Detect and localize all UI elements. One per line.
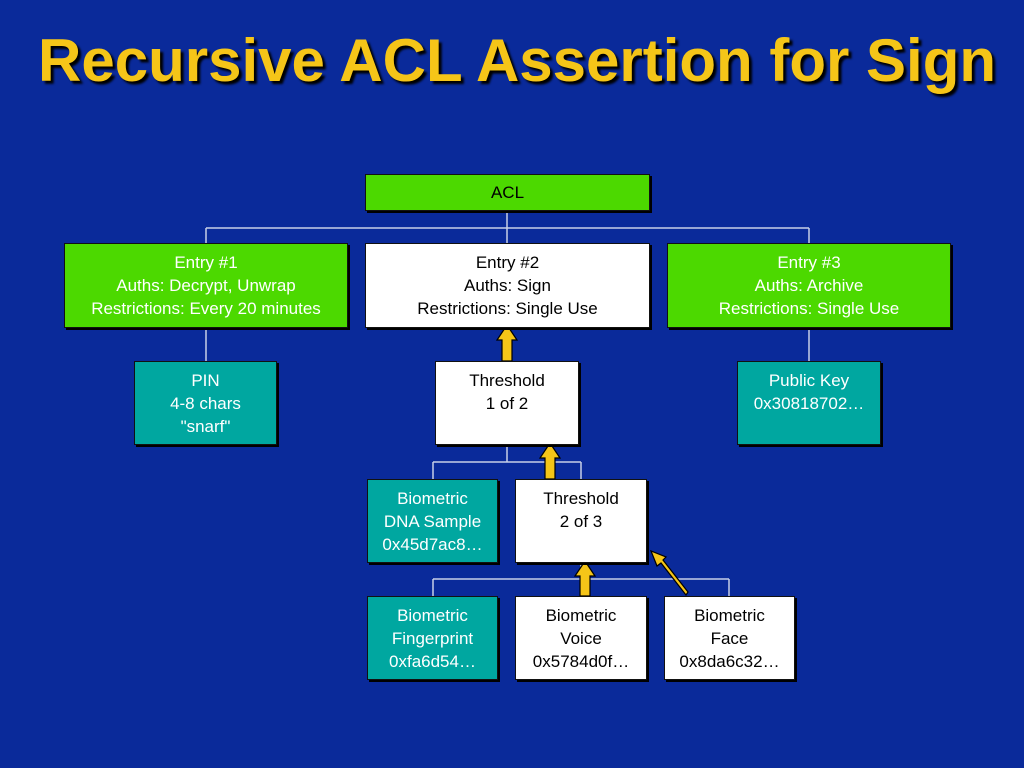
biometric-dna-node: Biometric DNA Sample 0x45d7ac8… xyxy=(367,479,498,563)
biometric-voice-type: Voice xyxy=(560,629,602,648)
threshold-2-rule: 2 of 3 xyxy=(559,512,603,531)
public-key-value: 0x30818702… xyxy=(753,394,865,413)
biometric-dna-value: 0x45d7ac8… xyxy=(382,535,483,554)
biometric-face-title: Biometric xyxy=(694,606,765,625)
entry-2-restrictions: Restrictions: Single Use xyxy=(417,299,598,318)
biometric-voice-title: Biometric xyxy=(545,606,617,625)
biometric-dna-type: DNA Sample xyxy=(383,512,482,531)
biometric-face-node: Biometric Face 0x8da6c32… xyxy=(664,596,795,680)
public-key-title: Public Key xyxy=(768,371,850,390)
threshold-2-node: Threshold 2 of 3 xyxy=(515,479,647,563)
entry-2-title: Entry #2 xyxy=(475,253,540,272)
pin-length: 4-8 chars xyxy=(170,394,241,413)
threshold-1-rule: 1 of 2 xyxy=(485,394,529,413)
biometric-fingerprint-value: 0xfa6d54… xyxy=(389,652,476,671)
entry-3-restrictions: Restrictions: Single Use xyxy=(718,299,900,318)
biometric-voice-value: 0x5784d0f… xyxy=(532,652,630,671)
biometric-dna-title: Biometric xyxy=(397,489,468,508)
threshold-1-node: Threshold 1 of 2 xyxy=(435,361,579,445)
biometric-fingerprint-type: Fingerprint xyxy=(391,629,474,648)
acl-label: ACL xyxy=(490,183,525,202)
public-key-node: Public Key 0x30818702… xyxy=(737,361,881,445)
threshold-2-title: Threshold xyxy=(543,489,619,508)
entry-1-auths: Auths: Decrypt, Unwrap xyxy=(116,276,296,295)
threshold-1-title: Threshold xyxy=(469,371,545,390)
entry-1-title: Entry #1 xyxy=(174,253,238,272)
arrow-voice-to-threshold2 xyxy=(573,559,597,597)
biometric-voice-node: Biometric Voice 0x5784d0f… xyxy=(515,596,647,680)
entry-3-title: Entry #3 xyxy=(777,253,841,272)
arrow-threshold1-to-entry2 xyxy=(495,323,519,362)
arrow-threshold2-to-threshold1 xyxy=(538,441,562,480)
slide-title: Recursive ACL Assertion for Sign xyxy=(38,27,997,94)
entry-2-node: Entry #2 Auths: Sign Restrictions: Singl… xyxy=(365,243,650,328)
entry-1-node: Entry #1 Auths: Decrypt, Unwrap Restrict… xyxy=(64,243,348,328)
biometric-face-type: Face xyxy=(710,629,749,648)
pin-value: "snarf" xyxy=(180,417,231,436)
acl-node: ACL xyxy=(365,174,650,211)
arrow-face-to-threshold2 xyxy=(649,549,689,597)
entry-1-restrictions: Restrictions: Every 20 minutes xyxy=(91,299,321,318)
entry-3-node: Entry #3 Auths: Archive Restrictions: Si… xyxy=(667,243,951,328)
entry-3-auths: Auths: Archive xyxy=(754,276,864,295)
biometric-fingerprint-node: Biometric Fingerprint 0xfa6d54… xyxy=(367,596,498,680)
biometric-fingerprint-title: Biometric xyxy=(397,606,468,625)
entry-2-auths: Auths: Sign xyxy=(464,276,551,295)
pin-node: PIN 4-8 chars "snarf" xyxy=(134,361,277,445)
biometric-face-value: 0x8da6c32… xyxy=(679,652,780,671)
pin-title: PIN xyxy=(191,371,220,390)
